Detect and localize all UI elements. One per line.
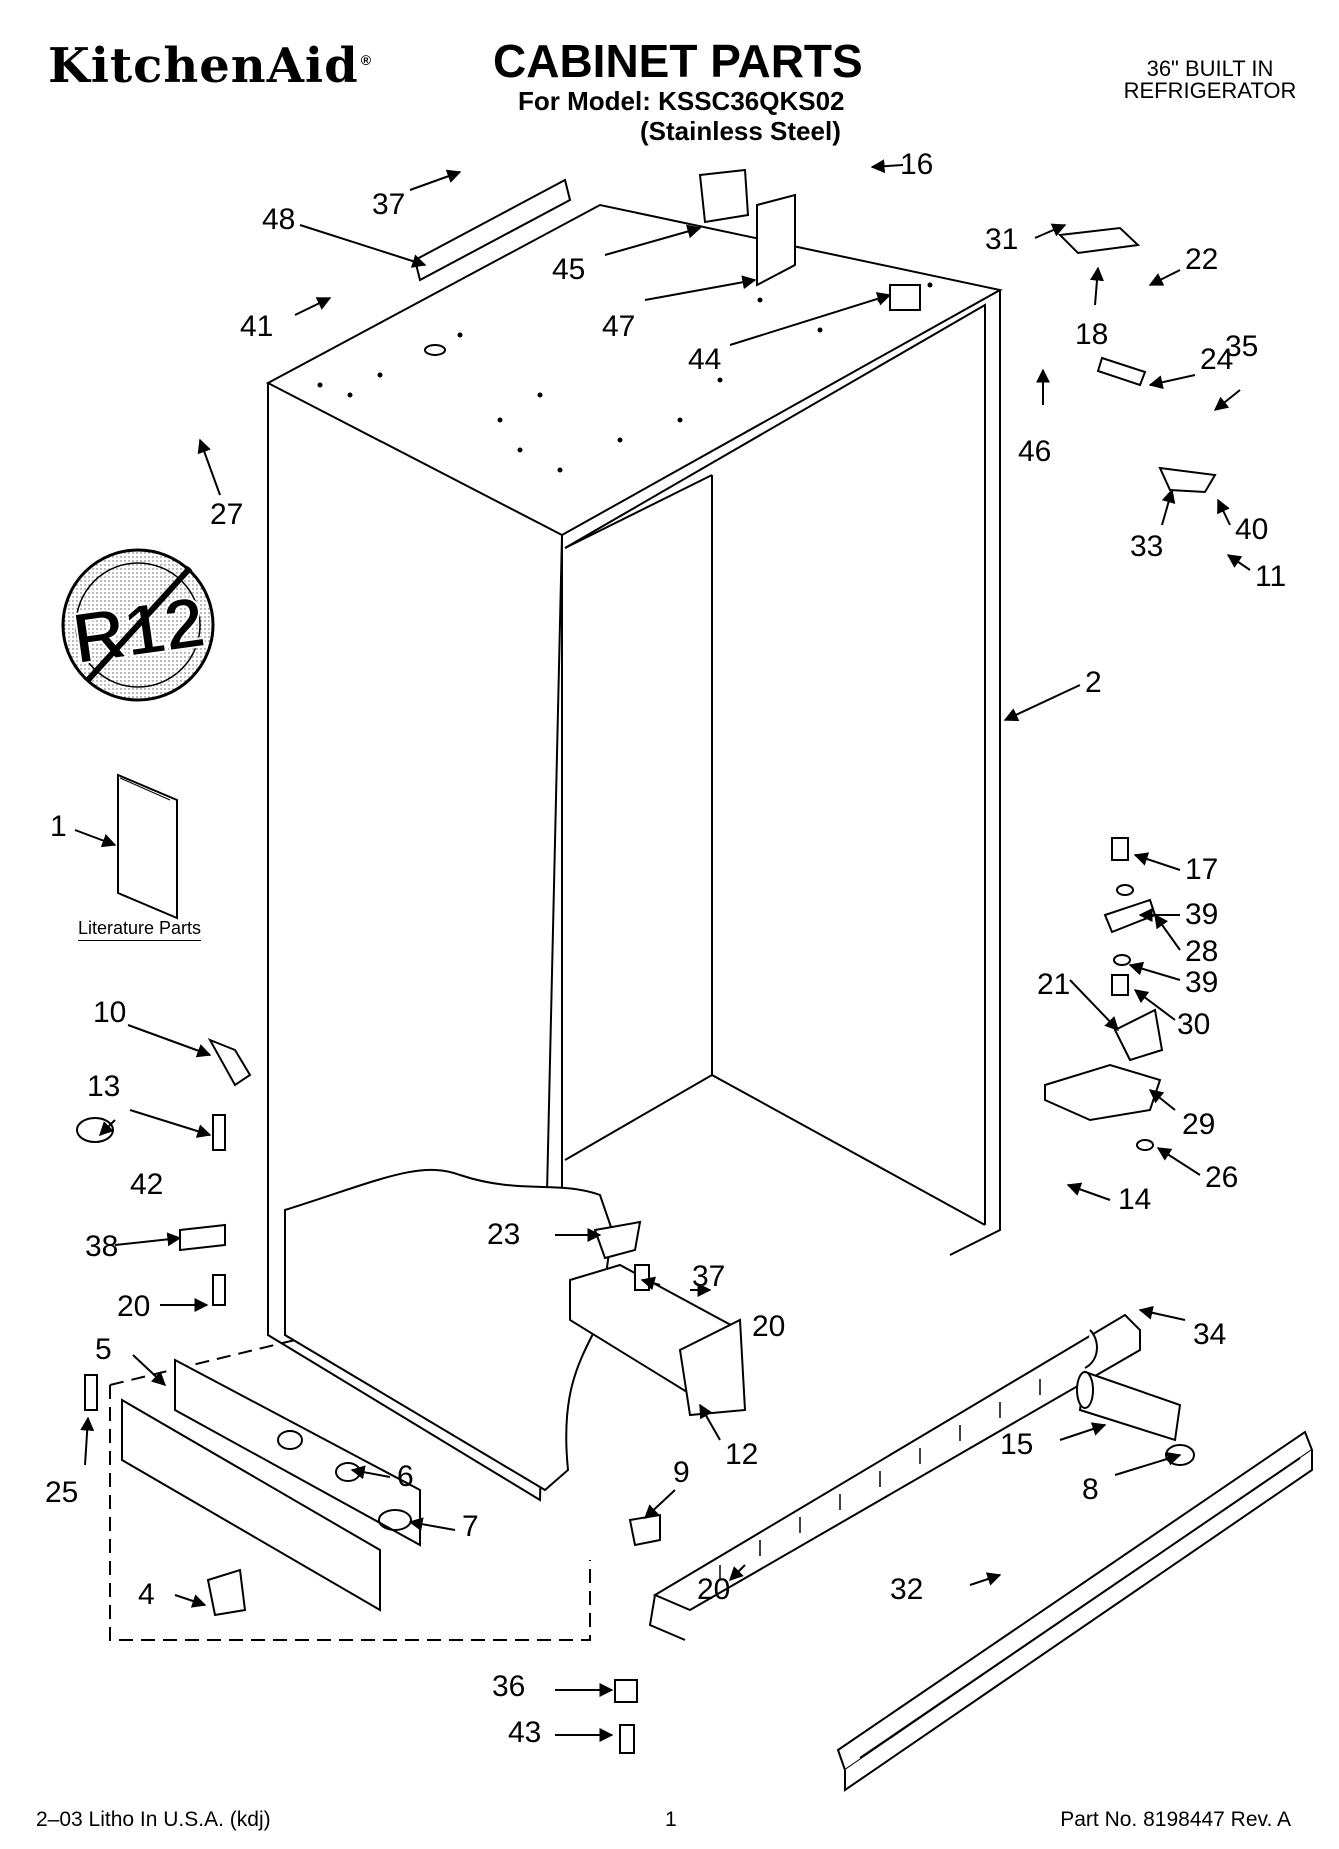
callout-44: 44 [688,343,722,376]
callout-7: 7 [462,1510,479,1543]
top-grommet [424,344,446,356]
brand-name: KitchenAid [48,38,359,94]
cabinet-shell [265,203,1003,1502]
finish-label: (Stainless Steel) [640,116,841,146]
callout-24: 24 [1200,343,1234,376]
callout-21: 21 [1037,968,1071,1001]
callout-14: 14 [1118,1183,1152,1216]
callout-27: 27 [210,498,244,531]
callout-36: 36 [492,1670,526,1703]
literature-booklet [117,773,178,920]
water-filter [1076,1370,1195,1466]
lower-left-control-assembly [84,1339,591,1641]
callout-32: 32 [890,1573,924,1606]
callout-16: 16 [900,148,934,181]
page-title: CABINET PARTS [493,35,863,87]
page-number: 1 [665,1808,677,1831]
grille-slots [719,1379,1041,1580]
callout-1: 1 [50,810,67,843]
print-info: 2–03 Litho In U.S.A. (kdj) [36,1808,271,1831]
product-type: 36" BUILT IN REFRIGERATOR [1110,58,1310,102]
callout-42: 42 [130,1168,164,1201]
callout-2: 2 [1085,666,1102,699]
product-type-line2: REFRIGERATOR [1123,78,1297,103]
callout-9: 9 [673,1456,690,1489]
part-number: Part No. 8198447 Rev. A [1060,1808,1291,1831]
badge-text: R12 [68,582,210,680]
callout-17: 17 [1185,853,1219,886]
r12-prohibited-badge: R12 [61,548,215,702]
callout-48: 48 [262,203,296,236]
registered-mark: ® [360,52,373,68]
callout-5: 5 [95,1333,112,1366]
callout-22: 22 [1185,243,1219,276]
product-type-line1: 36" BUILT IN [1146,56,1274,81]
callout-35: 35 [1225,330,1259,363]
callout-39-lower: 39 [1185,966,1219,999]
callout-10: 10 [93,996,127,1029]
callout-28: 28 [1185,935,1219,968]
leader-arrows [74,159,1251,1742]
callout-23: 23 [487,1218,521,1251]
callout-39-upper: 39 [1185,898,1219,931]
callout-4: 4 [138,1578,155,1611]
callout-33: 33 [1130,530,1164,563]
callout-12: 12 [725,1438,759,1471]
callout-45: 45 [552,253,586,286]
top-brackets [413,168,1217,494]
callout-34: 34 [1193,1318,1227,1351]
base-grille-bracket [648,1313,1141,1641]
callout-6: 6 [397,1460,414,1493]
cutaway-region [284,1168,614,1492]
callout-8: 8 [1082,1473,1099,1506]
callout-37-center: 37 [692,1260,726,1293]
brand-logo: KitchenAid® [48,38,372,94]
callout-37-top: 37 [372,188,406,221]
callout-30: 30 [1177,1008,1211,1041]
callout-31: 31 [985,223,1019,256]
callout-47: 47 [602,310,636,343]
callout-18: 18 [1075,318,1109,351]
callout-46: 46 [1018,435,1052,468]
callout-25: 25 [45,1476,79,1509]
callout-38: 38 [85,1230,119,1263]
literature-caption: Literature Parts [78,918,202,941]
bottom-center-parts [569,1220,747,1754]
callout-29: 29 [1182,1108,1216,1141]
callout-15: 15 [1000,1428,1034,1461]
left-side-parts [76,1038,252,1306]
callout-41: 41 [240,310,274,343]
callout-20-center: 20 [752,1310,786,1343]
kickplate [836,1430,1314,1792]
callout-26: 26 [1205,1161,1239,1194]
callout-20-left: 20 [117,1290,151,1323]
callout-13: 13 [87,1070,121,1103]
callout-11: 11 [1255,560,1287,593]
model-number: For Model: KSSC36QKS02 [518,86,845,116]
callout-20-bottom: 20 [697,1573,731,1606]
callout-43: 43 [508,1716,542,1749]
callout-40: 40 [1235,513,1269,546]
